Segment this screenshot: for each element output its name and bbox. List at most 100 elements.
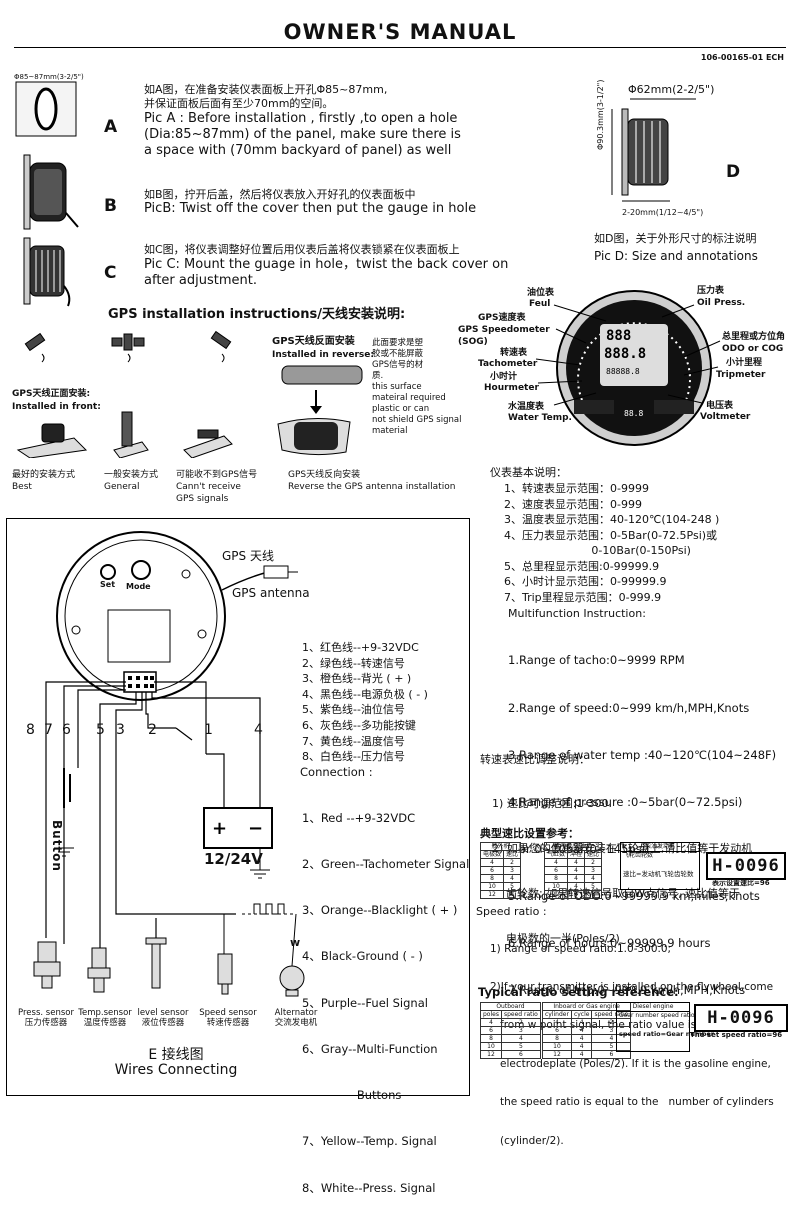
label-water-en: Water Temp. — [508, 413, 572, 423]
step-b-cn: 如B图，拧开后盖，然后将仪表放入开好孔的仪表面板中 — [144, 188, 416, 201]
step-a-en-3: a space with (70mm backyard of panel) as… — [144, 143, 452, 158]
wiring-caption-en: Wires Connecting — [114, 1062, 238, 1078]
alternator-w-label: w — [290, 936, 301, 949]
step-c-en-2: after adjustment. — [144, 273, 257, 288]
gps-mount-illustrations — [16, 411, 233, 458]
label-tach-cn: 转速表 — [500, 348, 528, 358]
step-d-diameter: Φ62mm(2-2/5") — [628, 83, 715, 96]
wiring-caption-cn: E 接线图 — [148, 1047, 204, 1063]
list-item: 1、红色线--+9-32VDC — [302, 641, 419, 654]
list-item: 3、Orange--Blacklight ( + ) — [302, 903, 458, 918]
gauge-side-illustration-b — [23, 154, 79, 230]
ratio-cn-diesel-gear: 飞轮齿轮数 — [623, 852, 654, 859]
step-c-cn: 如C图，将仪表调整好位置后用仪表后盖将仪表锁紧在仪表面板上 — [144, 243, 460, 256]
step-a-en-2: (Dia:85~87mm) of the panel, make sure th… — [144, 127, 461, 142]
caption-noreceive-cn: 可能收不到GPS信号 — [176, 470, 258, 480]
list-item: 2)If your transmitter is installed on th… — [490, 980, 774, 993]
list-item: 5、总里程显示范围:0-99999.9 — [504, 559, 660, 573]
list-item: 1、转速表显示范围：0-9999 — [504, 482, 649, 495]
ratio-cn-lcd: H-0096 — [706, 852, 786, 880]
step-d-depth: 2-20mm(1/12~4/5") — [622, 208, 704, 217]
list-item: 1) Range of speed ratio:1.0-300.0; — [490, 942, 672, 955]
label-fuel-cn: 油位表 — [527, 288, 555, 298]
ratio-en-title: Speed ratio : — [476, 905, 547, 918]
list-item: 6、小时计显示范围：0-99999.9 — [504, 575, 667, 588]
list-item: 7、Trip里程显示范围：0-999.9 — [504, 590, 662, 604]
list-item: 6.Range of hours:0~99999.9 hours — [508, 936, 711, 951]
battery-label: 12/24V — [204, 850, 263, 868]
list-item: 3、温度表显示范围：40-120℃(104-248 ) — [504, 513, 720, 526]
gauge-side-illustration-c — [23, 237, 71, 307]
list-item: 7.Range of trip:0~999.9 km/h,MPH,Knots — [508, 983, 746, 998]
label-water-cn: 水温度表 — [508, 402, 545, 412]
step-d-cn: 如D图，关于外形尺寸的标注说明 — [594, 232, 757, 245]
step-a-cn2: 并保证面板后面有至少70mm的空间。 — [144, 97, 334, 110]
list-item: the speed ratio is equal to the number o… — [490, 1096, 774, 1109]
label-press-en: Oil Press. — [697, 298, 746, 308]
basics-cn-title: 仪表基本说明： — [490, 466, 567, 479]
step-d-en: Pic D: Size and annotations — [594, 249, 758, 263]
ratio-cn-title: 转速表速比调整说明： — [480, 753, 590, 766]
gps-title: GPS installation instructions/天线安装说明: — [108, 307, 406, 322]
wires-cn-list: 1、红色线--+9-32VDC 2、绿色线--转速信号 3、橙色线--背光 ( … — [302, 640, 428, 765]
svg-text:888: 888 — [606, 328, 631, 344]
list-item: 2.Range of speed:0~999 km/h,MPH,Knots — [508, 700, 750, 715]
gauge-leader-lines — [535, 304, 721, 406]
list-item: 3、橙色线--背光 ( + ) — [302, 672, 412, 686]
list-item: 4、Black-Ground ( - ) — [302, 949, 423, 964]
ratio-cn-lcd-note: 表示设置速比=96 — [712, 879, 770, 887]
gps-reverse-en: Installed in reverse: — [272, 350, 374, 360]
step-a-en-1: Pic A : Before installation , firstly ,t… — [144, 111, 458, 126]
svg-text:−: − — [248, 818, 263, 839]
caption-general-en: General — [104, 482, 140, 492]
list-item: 2、Green--Tachometer Signal — [302, 857, 470, 872]
step-b-letter: B — [104, 196, 117, 216]
ratio-en-ref-title: Typical ratio setting reference: — [478, 985, 679, 999]
gauge-dimension-drawing — [611, 98, 696, 202]
caption-reverse-en: Reverse the GPS antenna installation — [288, 482, 456, 492]
doc-code: 106-00165-01 ECH — [700, 53, 784, 62]
connection-title: Connection : — [300, 765, 373, 779]
list-item: 6、灰色线--多功能按键 — [302, 718, 416, 732]
list-item: 4、压力表显示范围：0-5Bar(0-72.5Psi)或 — [504, 528, 718, 542]
svg-text:88888.8: 88888.8 — [606, 367, 640, 376]
list-item: (cylinder/2). — [490, 1134, 564, 1147]
label-speed-en: GPS Speedometer — [458, 325, 550, 335]
list-item: 4、黑色线--电源负极 ( - ) — [302, 687, 428, 701]
step-c-en-1: Pic C: Mount the guage in hole，twist the… — [144, 257, 509, 272]
caption-noreceive-en: Cann't receive — [176, 482, 241, 492]
caption-reverse-cn: GPS天线反向安装 — [288, 470, 361, 480]
svg-text:+: + — [212, 818, 227, 839]
caption-general-cn: 一般安装方式 — [104, 470, 159, 480]
caption-best-cn: 最好的安装方式 — [12, 470, 76, 480]
wiring-gps-cn: GPS 天线 — [222, 549, 274, 563]
list-item: 7、Yellow--Temp. Signal — [302, 1134, 437, 1149]
gps-front-en: Installed in front: — [12, 402, 101, 412]
label-volt-en: Voltmeter — [700, 412, 751, 422]
list-item: Buttons — [302, 1088, 402, 1103]
gps-front-cn: GPS天线正面安装: — [12, 389, 91, 399]
list-item: 0-10Bar(0-150Psi) — [504, 544, 691, 557]
mode-label: Mode — [126, 582, 151, 591]
step-d-letter: D — [726, 162, 741, 182]
label-press-cn: 压力表 — [697, 286, 725, 296]
gps-reverse-cn: GPS天线反面安装 — [272, 336, 355, 347]
ratio-en-formula: speed ratio=Gear number — [619, 1030, 714, 1038]
ratio-cn-ref-title: 典型速比设置参考： — [480, 827, 579, 840]
list-item: 4.Range of pressure :0~5bar(0~72.5psi) — [508, 794, 743, 809]
label-fuel-en: Feul — [529, 299, 551, 309]
list-item: 8、White--Press. Signal — [302, 1180, 436, 1195]
button-label: Button — [50, 820, 64, 872]
label-odo-cn: 总里程或方位角 — [722, 332, 786, 342]
header-divider — [14, 47, 786, 48]
step-a-cn: 如A图，在准备安装仪表面板上开孔Φ85~87mm, — [144, 83, 388, 96]
label-speed-en2: (SOG) — [458, 337, 488, 347]
wiring-gps-en: GPS antenna — [232, 586, 310, 600]
caption-best-en: Best — [12, 482, 32, 492]
